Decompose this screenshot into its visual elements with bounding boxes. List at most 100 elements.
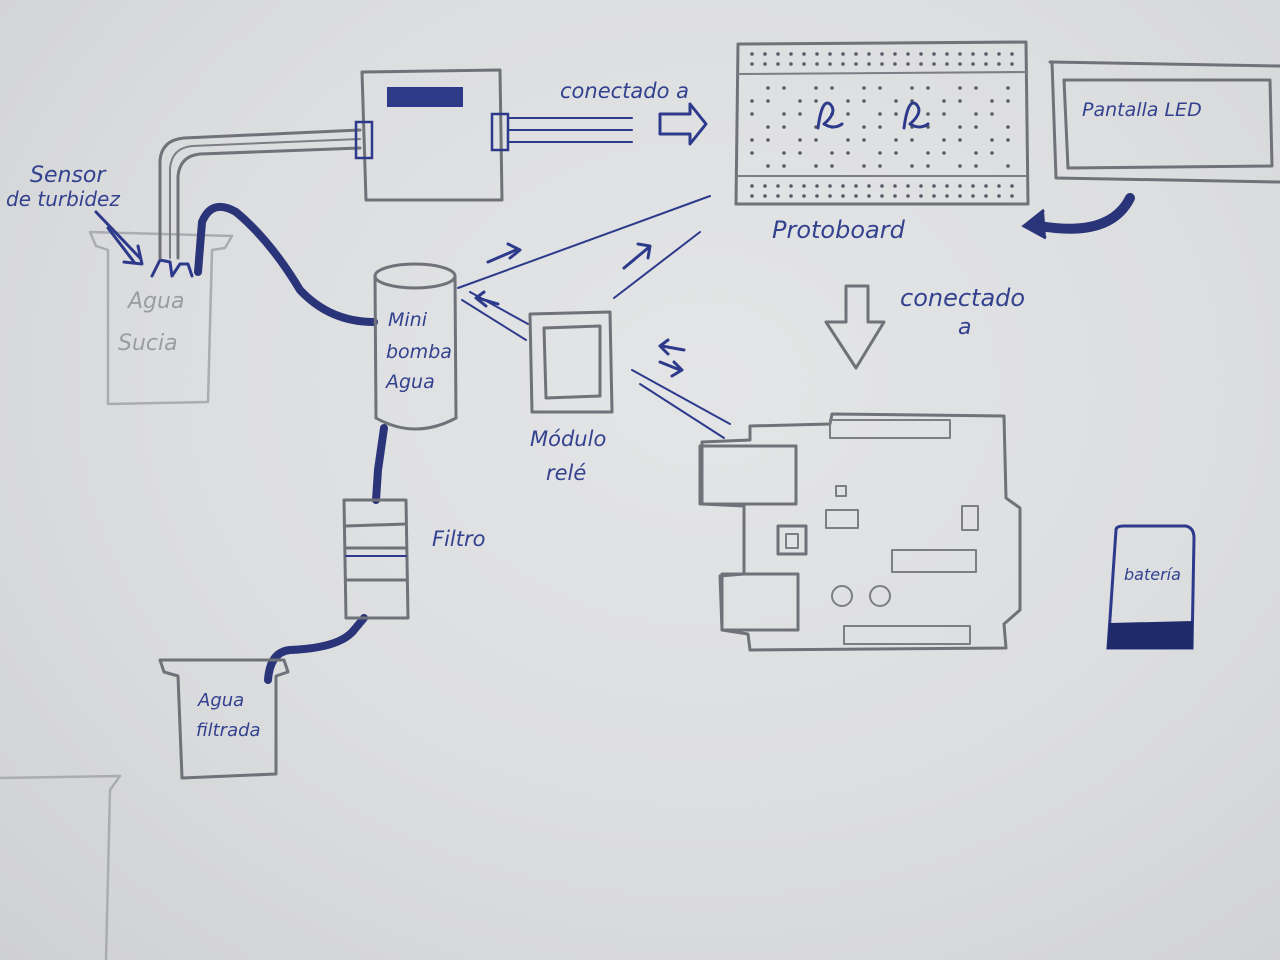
protoboard-hole [997,194,1001,198]
protoboard-hole [990,138,994,142]
battery: batería [1106,524,1196,650]
bomba-label-1: Mini [388,309,428,331]
protoboard-hole [997,52,1001,56]
protoboard-hole [880,62,884,66]
protoboard-hole [802,194,806,198]
protoboard-hole [958,184,962,188]
protoboard-hole [974,112,978,116]
protoboard-hole [919,194,923,198]
protoboard-hole [942,99,946,103]
bomba-label-3: Agua [384,371,435,393]
protoboard-hole [997,62,1001,66]
signal-wires [457,195,731,439]
protoboard-hole [942,112,946,116]
protoboard-hole [1006,99,1010,103]
protoboard-hole [789,52,793,56]
protoboard-hole [841,52,845,56]
conectado-right-label-2: a [958,315,971,340]
protoboard-hole [974,164,978,168]
protoboard-hole [750,194,754,198]
protoboard-hole [854,194,858,198]
protoboard-hole [1010,62,1014,66]
protoboard-hole [802,52,806,56]
protoboard-hole [945,194,949,198]
protoboard-hole [750,52,754,56]
protoboard-hole [750,138,754,142]
hoses [194,202,388,684]
protoboard-hole [958,86,962,90]
protoboard-hole [894,99,898,103]
protoboard-hole [906,184,910,188]
protoboard-hole [893,194,897,198]
protoboard-hole [841,184,845,188]
protoboard-hole [910,86,914,90]
protoboard-hole [782,125,786,129]
protoboard-hole [776,52,780,56]
protoboard-hole [862,164,866,168]
protoboard-hole [880,184,884,188]
protoboard-hole [971,62,975,66]
sensor-label-2: de turbidez [6,187,120,211]
protoboard-hole [958,52,962,56]
protoboard-hole [782,112,786,116]
conectado-right-label-1: conectado [900,284,1025,312]
protoboard-hole [1010,52,1014,56]
sensor-cable [158,128,362,260]
protoboard-hole [990,151,994,155]
protoboard-hole [1006,125,1010,129]
protoboard-hole [926,151,930,155]
protoboard-hole [830,164,834,168]
filtered-water-container: Agua filtrada [158,658,290,780]
protoboard-hole [828,194,832,198]
protoboard-hole [919,62,923,66]
protoboard-hole [945,62,949,66]
agua-sucia-label-1: Agua [126,289,184,314]
filtro-label: Filtro [432,527,485,551]
relay-module: Módulo relé [528,310,614,485]
protoboard-hole [789,184,793,188]
protoboard-hole [919,52,923,56]
protoboard-hole [958,62,962,66]
protoboard-hole [1010,194,1014,198]
curved-arrow [1021,193,1135,240]
protoboard-hole [798,151,802,155]
protoboard-hole [789,62,793,66]
protoboard-hole [814,99,818,103]
protoboard-hole [867,62,871,66]
protoboard-hole [945,184,949,188]
protoboard-hole [750,112,754,116]
protoboard-hole [1006,138,1010,142]
bateria-label: batería [1124,565,1181,584]
protoboard-hole [893,52,897,56]
protoboard-hole [942,138,946,142]
protoboard-hole [846,138,850,142]
protoboard-hole [971,194,975,198]
protoboard-hole [990,99,994,103]
protoboard-hole [846,112,850,116]
protoboard-hole [802,184,806,188]
arduino-board [698,412,1022,652]
protoboard-hole [841,194,845,198]
protoboard: Protoboard [734,40,1030,244]
protoboard-hole [894,151,898,155]
protoboard-hole [766,164,770,168]
protoboard-hole [984,194,988,198]
protoboard-hole [974,86,978,90]
protoboard-hole [776,184,780,188]
protoboard-hole [878,112,882,116]
protoboard-hole [782,86,786,90]
protoboard-hole [932,184,936,188]
protoboard-hole [932,62,936,66]
protoboard-hole [815,194,819,198]
protoboard-hole [815,52,819,56]
agua-sucia-label-2: Sucia [118,331,178,356]
protoboard-hole [763,194,767,198]
protoboard-hole [1006,164,1010,168]
protoboard-hole [776,194,780,198]
conectado-top-label: conectado a [560,79,689,103]
protoboard-hole [766,138,770,142]
rele-label-2: relé [546,461,586,485]
protoboard-label: Protoboard [772,216,906,244]
protoboard-hole [878,86,882,90]
